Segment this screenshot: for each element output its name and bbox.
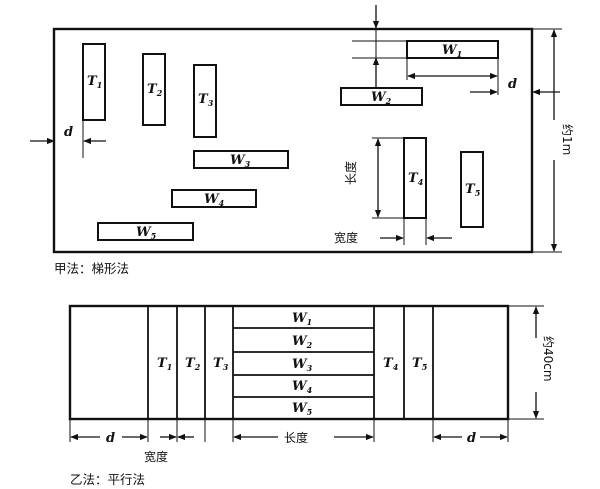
diagram-b-width-label: 宽度: [144, 449, 168, 464]
diagram-a-d-left: d: [30, 120, 106, 158]
diagram-a-plot-t3: T3: [193, 64, 217, 138]
svg-text:T3: T3: [198, 92, 214, 108]
diagram-b-height-dimension: 约40cm: [508, 305, 556, 420]
svg-text:d: d: [106, 431, 115, 446]
diagram-a: T1 T2 T3 T4 T5 W1 W2 W3: [30, 5, 575, 276]
diagram-a-plot-t2: T2: [142, 53, 166, 126]
svg-text:W1: W1: [442, 43, 462, 59]
diagram-b: T1 T2 T3 T4 T5 W1 W2 W3 W4 W5 d 宽度: [68, 304, 556, 487]
diagram-a-plot-t5: T5: [460, 151, 484, 228]
diagram-a-height-label: 约1m: [560, 124, 575, 155]
diagram-b-label-w4: W4: [292, 379, 313, 395]
svg-text:T2: T2: [147, 82, 163, 98]
svg-text:W2: W2: [371, 90, 392, 106]
svg-text:W5: W5: [136, 225, 157, 241]
diagram-b-caption: 乙法：平行法: [70, 472, 145, 487]
diagram-b-label-w2: W2: [292, 334, 313, 350]
diagram-b-label-t5: T5: [412, 356, 428, 372]
diagram-b-label-t4: T4: [383, 356, 399, 372]
diagram-a-plot-t4: T4: [403, 137, 427, 219]
diagram-a-vertical-gap: [352, 5, 407, 88]
diagram-a-d-right: d: [406, 58, 560, 96]
diagram-a-length-dimension: 长度: [343, 137, 404, 219]
diagram-a-height-dimension: 约1m: [532, 28, 575, 253]
diagram-b-height-label: 约40cm: [541, 336, 556, 382]
svg-text:T1: T1: [87, 74, 102, 90]
diagram-a-plot-w1: W1: [406, 40, 499, 59]
diagram-b-label-w1: W1: [292, 311, 312, 327]
diagram-a-width-label: 宽度: [334, 230, 358, 245]
svg-text:W4: W4: [204, 192, 225, 208]
diagram-a-plot-w4: W4: [171, 189, 257, 208]
diagram-a-plot-w3: W3: [193, 150, 289, 169]
diagram-a-plot-w2: W2: [340, 87, 423, 106]
svg-text:W3: W3: [230, 153, 251, 169]
diagram-b-label-w3: W3: [292, 357, 313, 373]
diagram-a-plot-w5: W5: [97, 222, 194, 241]
diagram-a-width-dimension: 宽度: [334, 218, 452, 245]
diagram-a-plot-t1: T1: [82, 43, 106, 121]
diagram-a-field: [52, 27, 534, 254]
diagram-b-label-w5: W5: [292, 401, 313, 417]
svg-text:d: d: [467, 431, 476, 446]
svg-text:T4: T4: [408, 171, 424, 187]
diagram-a-length-label: 长度: [343, 161, 358, 185]
svg-text:d: d: [64, 125, 73, 140]
svg-text:T5: T5: [465, 182, 481, 198]
diagram-b-label-t2: T2: [185, 356, 201, 372]
diagram-b-bottom-dimensions: d 宽度 长度 d: [69, 419, 509, 464]
diagram-b-field: [68, 304, 510, 421]
diagram-b-length-label: 长度: [284, 430, 308, 445]
diagram-b-label-t1: T1: [157, 356, 172, 372]
svg-text:d: d: [508, 77, 517, 92]
diagram-a-caption: 甲法：梯形法: [54, 261, 129, 276]
diagram-b-label-t3: T3: [213, 356, 229, 372]
